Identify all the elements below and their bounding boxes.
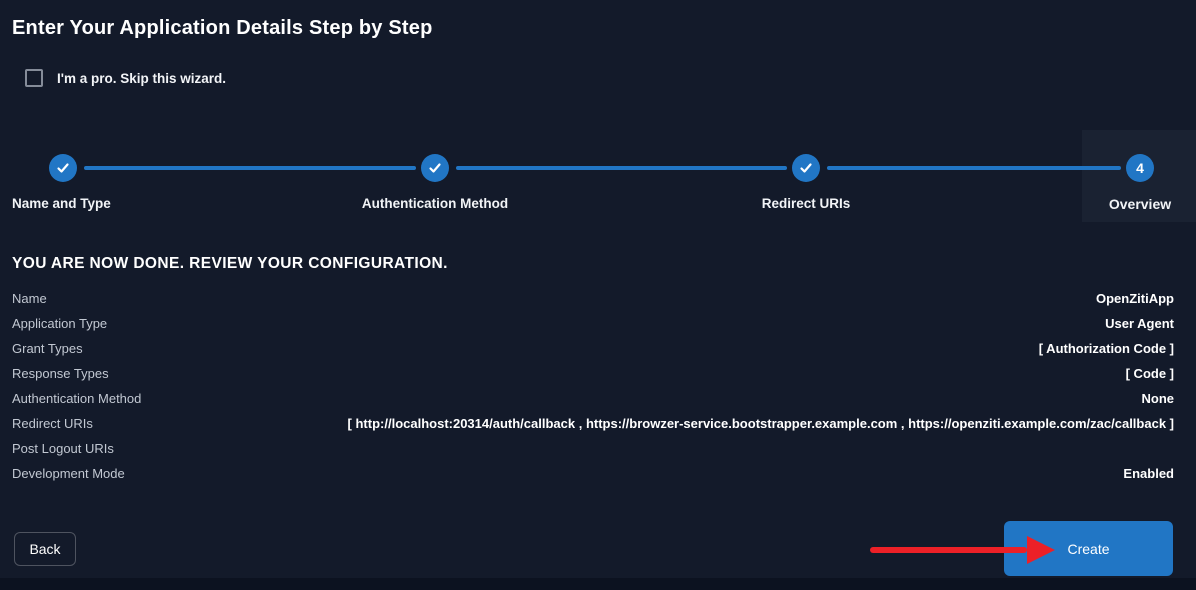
skip-wizard-checkbox[interactable]	[25, 69, 43, 87]
row-label: Application Type	[12, 316, 108, 331]
step-number: 4	[1136, 160, 1144, 176]
step-label-name-and-type: Name and Type	[12, 196, 111, 211]
row-label: Post Logout URIs	[12, 441, 114, 456]
stepper-connector	[827, 166, 1121, 170]
review-row-application-type: Application Type User Agent	[0, 311, 1196, 336]
stepper: 4 Name and Type Authentication Method Re…	[0, 130, 1196, 232]
row-label: Grant Types	[12, 341, 83, 356]
create-button[interactable]: Create	[1004, 521, 1173, 576]
row-label: Development Mode	[12, 466, 125, 481]
review-row-name: Name OpenZitiApp	[0, 286, 1196, 311]
review-row-development-mode: Development Mode Enabled	[0, 461, 1196, 486]
step-1-indicator[interactable]	[49, 154, 77, 182]
step-3-indicator[interactable]	[792, 154, 820, 182]
review-row-redirect-uris: Redirect URIs [ http://localhost:20314/a…	[0, 411, 1196, 436]
review-row-post-logout-uris: Post Logout URIs	[0, 436, 1196, 461]
skip-wizard-row: I'm a pro. Skip this wizard.	[25, 69, 226, 87]
review-row-response-types: Response Types [ Code ]	[0, 361, 1196, 386]
stepper-connector	[84, 166, 416, 170]
review-row-authentication-method: Authentication Method None	[0, 386, 1196, 411]
page-title: Enter Your Application Details Step by S…	[12, 17, 433, 39]
row-value: Enabled	[1123, 466, 1174, 481]
row-label: Name	[12, 291, 47, 306]
row-value: OpenZitiApp	[1096, 291, 1174, 306]
row-label: Authentication Method	[12, 391, 142, 406]
page-background-strip	[0, 578, 1196, 590]
row-label: Redirect URIs	[12, 416, 93, 431]
check-icon	[429, 163, 441, 173]
step-label-authentication-method: Authentication Method	[361, 196, 509, 211]
row-value: [ Code ]	[1125, 366, 1174, 381]
skip-wizard-label: I'm a pro. Skip this wizard.	[57, 70, 226, 86]
step-label-redirect-uris: Redirect URIs	[761, 196, 851, 211]
check-icon	[800, 163, 812, 173]
row-label: Response Types	[12, 366, 109, 381]
check-icon	[57, 163, 69, 173]
row-value: User Agent	[1105, 316, 1174, 331]
step-4-indicator[interactable]: 4	[1126, 154, 1154, 182]
step-2-indicator[interactable]	[421, 154, 449, 182]
review-row-grant-types: Grant Types [ Authorization Code ]	[0, 336, 1196, 361]
row-value: [ http://localhost:20314/auth/callback ,…	[347, 416, 1174, 431]
review-list: Name OpenZitiApp Application Type User A…	[0, 286, 1196, 486]
row-value: [ Authorization Code ]	[1038, 341, 1174, 356]
review-heading: YOU ARE NOW DONE. REVIEW YOUR CONFIGURAT…	[12, 255, 448, 272]
back-button[interactable]: Back	[14, 532, 76, 566]
step-label-overview: Overview	[1108, 196, 1172, 212]
row-value: None	[1141, 391, 1175, 406]
stepper-connector	[456, 166, 787, 170]
